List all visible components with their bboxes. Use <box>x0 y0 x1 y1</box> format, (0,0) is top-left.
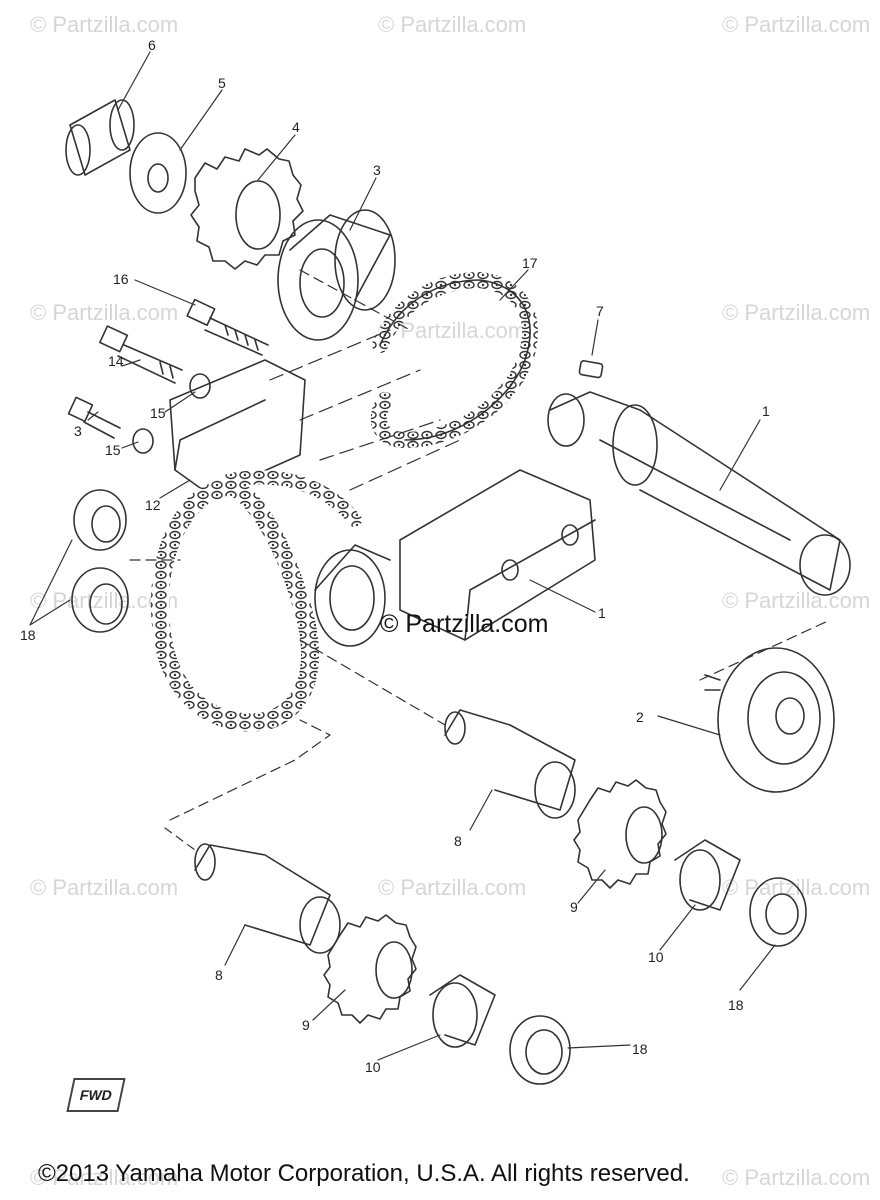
leader-lines <box>29 51 831 1061</box>
callout-label: 18 <box>632 1041 648 1057</box>
callout-label: 15 <box>150 405 166 421</box>
callout-label: 2 <box>636 709 644 725</box>
callout-label: 17 <box>522 255 538 271</box>
callout-numbers: 6 5 4 3 16 17 7 14 15 3 15 12 1 1 18 2 8… <box>20 37 770 1075</box>
sprocket-part-4 <box>190 148 304 270</box>
sprocket-part-9-lower <box>323 914 417 1024</box>
washer-part-5 <box>129 132 187 214</box>
callout-label: 5 <box>218 75 226 91</box>
watermark: © Partzilla.com <box>378 12 527 37</box>
bushing-part-18-lower <box>71 567 129 633</box>
center-watermark: © Partzilla.com <box>380 610 549 638</box>
drive-chain <box>150 470 362 732</box>
callout-label: 4 <box>292 119 300 135</box>
bolt-part-3 <box>67 396 121 439</box>
washer-part-15-upper <box>189 373 211 399</box>
watermark: © Partzilla.com <box>722 875 871 900</box>
watermark: © Partzilla.com <box>722 1165 871 1190</box>
bearing-part-10-lower <box>429 974 496 1048</box>
callout-label: 8 <box>215 967 223 983</box>
sprocket-part-9-upper <box>573 779 667 889</box>
callout-label: 9 <box>302 1017 310 1033</box>
bearing-part-10-upper <box>674 839 741 911</box>
callout-label: 6 <box>148 37 156 53</box>
tensioner-part-12 <box>169 359 306 496</box>
callout-label: 1 <box>762 403 770 419</box>
bolt-part-14 <box>99 325 183 384</box>
callout-label: 8 <box>454 833 462 849</box>
key-part-7 <box>578 360 604 379</box>
watermark: © Partzilla.com <box>30 12 179 37</box>
bushing-part-18-right <box>749 877 807 947</box>
sprocket-drum <box>314 544 391 647</box>
callout-label: 15 <box>105 442 121 458</box>
bearing-part-3 <box>277 209 396 341</box>
callout-label: 9 <box>570 899 578 915</box>
shaft-part-8-lower <box>194 843 341 954</box>
callout-label: 18 <box>728 997 744 1013</box>
watermark: © Partzilla.com <box>722 300 871 325</box>
bushing-part-6 <box>65 99 135 176</box>
watermark: © Partzilla.com <box>30 1165 179 1190</box>
callout-label: 1 <box>598 605 606 621</box>
watermark: © Partzilla.com <box>30 300 179 325</box>
washer-part-15-lower <box>132 428 154 454</box>
watermark: © Partzilla.com <box>378 875 527 900</box>
callout-label: 14 <box>108 353 124 369</box>
shaft-part-1 <box>547 391 851 596</box>
callout-label: 7 <box>596 303 604 319</box>
callout-label: 12 <box>145 497 161 513</box>
fwd-badge: FWD <box>66 1078 126 1112</box>
bolt-part-16 <box>186 298 269 356</box>
bushing-part-18-upper <box>73 489 127 551</box>
housing-part-1 <box>399 469 596 641</box>
watermark: © Partzilla.com <box>722 588 871 613</box>
callout-label: 10 <box>365 1059 381 1075</box>
shaft-part-8-upper <box>444 709 576 819</box>
copyright-notice: ©2013 Yamaha Motor Corporation, U.S.A. A… <box>38 1160 690 1187</box>
bushing-part-18-bottom <box>509 1015 571 1085</box>
callout-label: 18 <box>20 627 36 643</box>
watermark: © Partzilla.com <box>30 875 179 900</box>
callout-label: 3 <box>74 423 82 439</box>
watermark: © Partzilla.com <box>722 12 871 37</box>
bearing-part-2 <box>704 647 835 793</box>
chain-part-17 <box>370 272 538 448</box>
callout-label: 16 <box>113 271 129 287</box>
callout-label: 3 <box>373 162 381 178</box>
callout-label: 10 <box>648 949 664 965</box>
